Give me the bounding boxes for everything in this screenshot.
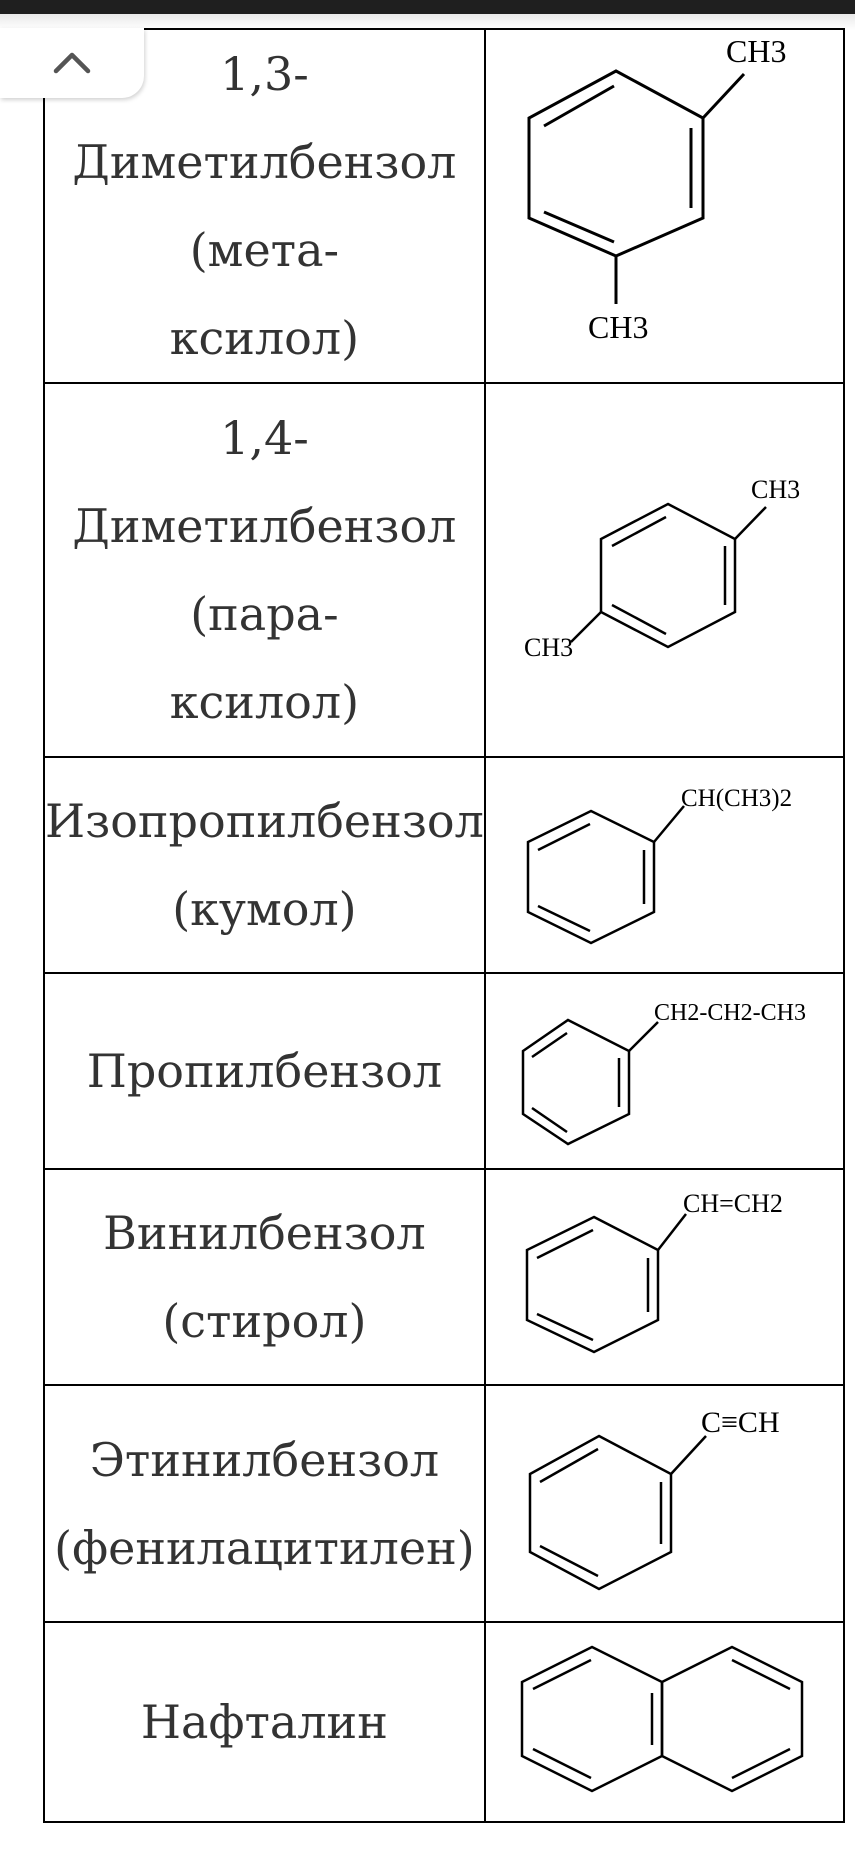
name-line: Изопропилбензол	[45, 794, 484, 848]
substituent-label: CH3	[751, 475, 800, 504]
structure-cell: CH3 CH3	[483, 28, 845, 384]
name-line: (фенилацитилен)	[54, 1520, 475, 1575]
table-row: Нафталин	[43, 1621, 845, 1823]
name-line: (кумол)	[172, 882, 357, 936]
compound-name: Этинилбензол (фенилацитилен)	[43, 1384, 486, 1623]
name-line: Диметилбензол	[72, 499, 457, 553]
benzene-derivatives-table: 1,3- Диметилбензол (мета- ксилол) CH3 CH…	[43, 28, 845, 1823]
name-line: Нафталин	[140, 1695, 388, 1749]
structure-cell: CH(CH3)2	[483, 756, 845, 974]
name-line: (стирол)	[162, 1294, 367, 1348]
structure-cell: C≡CH	[483, 1384, 845, 1623]
styrene-structure: CH=CH2	[525, 1189, 783, 1354]
name-line: Пропилбензол	[86, 1044, 443, 1098]
structure-cell: CH2-CH2-CH3	[483, 972, 845, 1170]
table-row: 1,4- Диметилбензол (пара- ксилол) CH3 CH…	[43, 382, 845, 758]
name-line: (пара-	[190, 587, 339, 641]
scroll-up-button[interactable]	[0, 28, 144, 98]
structure-cell: CH3 CH3	[483, 382, 845, 758]
name-line: Винилбензол	[103, 1206, 426, 1260]
compound-name: Пропилбензол	[43, 972, 486, 1170]
substituent-label: CH3	[524, 633, 573, 662]
substituent-label: CH=CH2	[683, 1189, 783, 1218]
compound-name: Нафталин	[43, 1621, 486, 1823]
table-row: Пропилбензол CH2-CH2-CH3	[43, 972, 845, 1170]
cumene-structure: CH(CH3)2	[526, 785, 792, 945]
table-row: Этинилбензол (фенилацитилен) C≡CH	[43, 1384, 845, 1623]
name-line: ксилол)	[169, 311, 360, 365]
naphthalene-structure	[520, 1645, 804, 1793]
name-line: Диметилбензол	[72, 135, 457, 189]
structure-cell	[483, 1621, 845, 1823]
name-line: 1,4-	[220, 411, 309, 465]
substituent-label: CH3	[726, 36, 786, 69]
substituent-label: CH3	[588, 309, 648, 345]
propylbenzene-structure: CH2-CH2-CH3	[521, 1000, 806, 1146]
status-bar	[0, 0, 855, 14]
para-xylene-structure: CH3 CH3	[524, 475, 800, 662]
substituent-label: CH2-CH2-CH3	[654, 1000, 806, 1026]
compound-name: 1,4- Диметилбензол (пара- ксилол)	[43, 382, 486, 758]
top-shadow	[0, 14, 855, 30]
substituent-label: C≡CH	[701, 1406, 780, 1439]
table-row: Винилбензол (стирол) CH=CH2	[43, 1168, 845, 1386]
chevron-up-icon	[53, 52, 91, 74]
table-row: Изопропилбензол (кумол) CH(CH3)2	[43, 756, 845, 974]
phenylacetylene-structure: C≡CH	[528, 1406, 780, 1591]
name-line: (мета-	[189, 223, 340, 277]
name-line: ксилол)	[169, 675, 360, 729]
name-line: 1,3-	[220, 47, 309, 101]
compound-name: Винилбензол (стирол)	[43, 1168, 486, 1386]
compound-name: Изопропилбензол (кумол)	[43, 756, 486, 974]
table-row: 1,3- Диметилбензол (мета- ксилол) CH3 CH…	[43, 28, 845, 384]
meta-xylene-structure: CH3 CH3	[527, 36, 786, 345]
structure-cell: CH=CH2	[483, 1168, 845, 1386]
name-line: Этинилбензол	[89, 1432, 440, 1487]
substituent-label: CH(CH3)2	[681, 785, 792, 812]
